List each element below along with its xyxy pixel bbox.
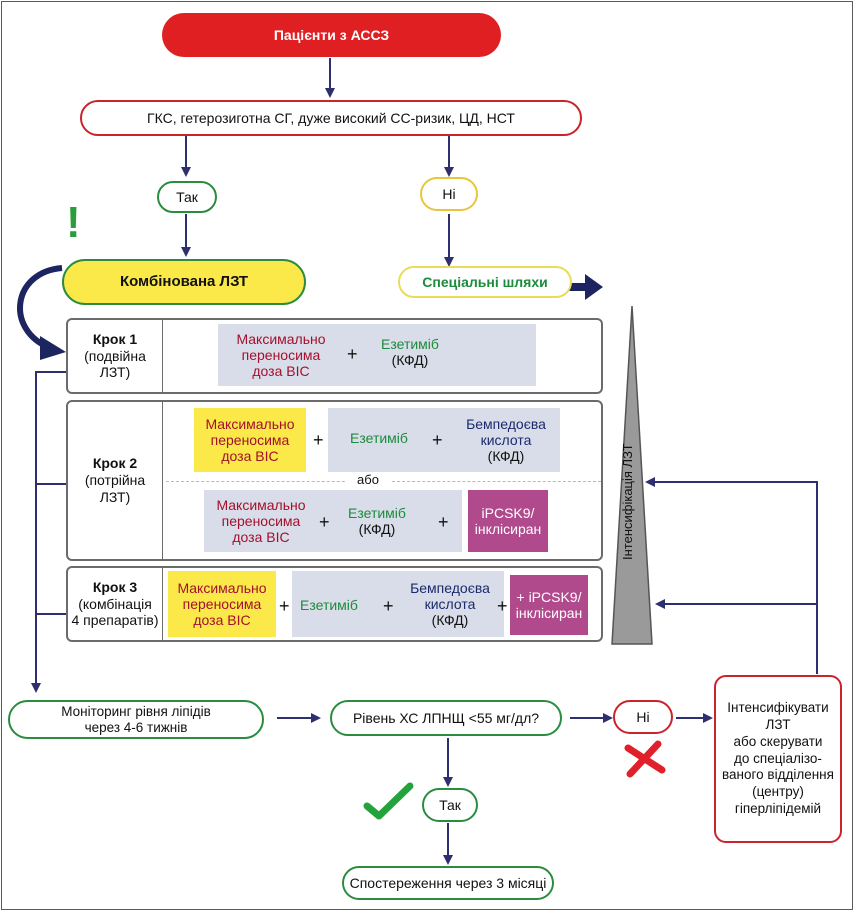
step1-ezetimibe-group: Езетиміб (КФД) (370, 330, 450, 374)
arrow-feedback-upper (645, 477, 818, 674)
step3-bempedoic-group: Бемпедоєва кислота (КФД) (398, 572, 502, 636)
step2-pcsk9: iPCSK9/ інклісиран (468, 490, 548, 552)
yes-node: Так (157, 181, 217, 213)
step3-label: Крок 3 (комбінація 4 препаратів) (68, 568, 162, 640)
step2b-ezetimibe-group: Езетиміб (КФД) (338, 500, 416, 542)
criteria-node: ГКС, гетерозиготна СГ, дуже високий СС-р… (80, 100, 582, 136)
step2-divider (162, 402, 163, 559)
intensification-label: Інтенсифікація ЛЗТ (620, 443, 635, 560)
step2-ezetimibe-bempedoic-group (328, 408, 560, 472)
step2b-group (204, 490, 462, 552)
step3-fdc: (КФД) (431, 612, 469, 629)
step1-label: Крок 1 (подвійна ЛЗТ) (68, 320, 162, 392)
step3-statin: Максимально переносима доза ВІС (168, 571, 276, 637)
plus-sign: + (438, 512, 449, 532)
step1-title: Крок 1 (92, 330, 138, 347)
step3-title: Крок 3 (92, 578, 138, 595)
plus-sign: + (383, 596, 394, 616)
plus-sign: + (313, 430, 324, 450)
exclamation-icon: ! (66, 198, 81, 247)
plus-sign: + (319, 512, 330, 532)
intensification-triangle (611, 305, 653, 645)
observe-node: Спостереження через 3 місяці (342, 866, 554, 900)
special-arrow (563, 274, 603, 300)
step1-statin: Максимально переносима доза ВІС (236, 330, 326, 380)
no-node: Ні (420, 177, 478, 211)
step2-ezetimibe: Езетиміб (350, 429, 408, 446)
step2-label: Крок 2 (потрійна ЛЗТ) (68, 402, 162, 559)
step3-divider (162, 568, 163, 640)
yes2-node: Так (422, 788, 478, 822)
step2-bempedoic: Бемпедоєва кислота (466, 415, 546, 448)
step2b-fdc: (КФД) (358, 521, 396, 537)
curved-arrow (17, 265, 63, 351)
top-node: Пацієнти з АССЗ (162, 13, 501, 57)
arrow-steps-to-monitoring (31, 371, 66, 693)
step1-subtitle: (подвійна ЛЗТ) (84, 347, 146, 381)
monitoring-node: Моніторинг рівня ліпідів через 4-6 тижні… (8, 700, 264, 739)
no2-node: Ні (613, 700, 673, 734)
cross-icon (624, 740, 666, 778)
plus-sign: + (347, 344, 358, 364)
ldl-question-node: Рівень ХС ЛПНЩ <55 мг/дл? (330, 700, 562, 736)
step1-ezetimibe: Езетиміб (381, 335, 439, 352)
special-paths-node: Спеціальні шляхи (398, 266, 572, 298)
step1-drug-group (218, 324, 536, 386)
plus-sign: + (497, 596, 508, 616)
step3-pcsk9: + iPCSK9/ інклісиран (510, 575, 588, 635)
step2-statin: Максимально переносима доза ВІС (194, 408, 306, 472)
step2-subtitle: (потрійна ЛЗТ) (84, 472, 146, 505)
step1-fdc: (КФД) (391, 352, 429, 368)
step3-ezetimibe: Езетиміб (300, 596, 358, 613)
step2b-ezetimibe: Езетиміб (348, 504, 406, 521)
plus-sign: + (432, 430, 443, 450)
step2-fdc: (КФД) (487, 448, 525, 465)
step1-divider (162, 320, 163, 392)
checkmark-icon (363, 782, 414, 820)
step2-bempedoic-group: Бемпедоєва кислота (КФД) (454, 408, 558, 472)
intensify-node: Інтенсифікувати ЛЗТ або скерувати до спе… (714, 675, 842, 843)
step3-subtitle: (комбінація 4 препаратів) (71, 595, 159, 629)
plus-sign: + (279, 596, 290, 616)
step2-title: Крок 2 (92, 455, 138, 472)
curved-arrow-head (40, 336, 66, 360)
step3-bempedoic: Бемпедоєва кислота (410, 579, 490, 612)
step3-ezetimibe-bempedoic-group (292, 571, 504, 637)
step2-or-label: або (346, 472, 390, 487)
combined-therapy-node: Комбінована ЛЗТ (62, 259, 306, 305)
step2b-statin: Максимально переносима доза ВІС (216, 496, 306, 546)
